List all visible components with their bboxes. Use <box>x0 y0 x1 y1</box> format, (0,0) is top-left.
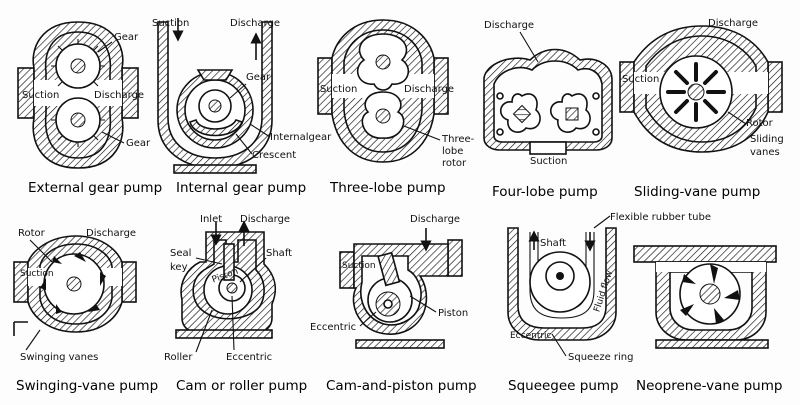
label-lobe: lobe <box>442 146 463 157</box>
external-gear-pump-diagram: Gear Suction Discharge Gear External gea… <box>17 21 162 196</box>
label-gear-top: Gear <box>114 32 139 43</box>
label-squeeze-ring: Squeeze ring <box>568 352 634 363</box>
label-suction: Suction <box>20 269 54 279</box>
caption-swinging-vane-pump: Swinging-vane pump <box>16 378 158 394</box>
label-internal-gear: Internalgear <box>270 132 332 143</box>
label-crescent: Crescent <box>252 150 296 161</box>
caption-external-gear-pump: External gear pump <box>28 180 162 196</box>
label-key: key <box>170 262 188 273</box>
caption-three-lobe-pump: Three-lobe pump <box>329 180 446 196</box>
caption-sliding-vane-pump: Sliding-vane pump <box>634 184 760 200</box>
label-discharge: Discharge <box>708 18 758 29</box>
caption-cam-or-roller-pump: Cam or roller pump <box>176 378 307 394</box>
label-suction: Suction <box>152 18 189 29</box>
caption-cam-and-piston-pump: Cam-and-piston pump <box>326 378 477 394</box>
label-rotor: rotor <box>442 158 467 169</box>
label-discharge: Discharge <box>404 84 454 95</box>
label-sliding: Sliding <box>750 134 784 145</box>
label-gear-bottom: Gear <box>126 138 151 149</box>
label-discharge: Discharge <box>240 214 290 225</box>
label-discharge: Discharge <box>410 214 460 225</box>
label-vanes: vanes <box>750 147 780 158</box>
label-eccentric: Eccentric <box>310 322 356 333</box>
label-seal: Seal <box>170 248 191 259</box>
label-discharge: Discharge <box>94 90 144 101</box>
cam-or-roller-pump-diagram: Inlet Discharge Seal key Shaft Roller Ec… <box>164 214 307 394</box>
neoprene-vane-pump-diagram: Neoprene-vane pump <box>633 245 782 394</box>
three-lobe-pump-diagram: Suction Discharge Three- lobe rotor Thre… <box>317 19 475 196</box>
sliding-vane-pump-diagram: Discharge Suction Rotor Sliding vanes Sl… <box>619 18 784 200</box>
swinging-vane-pump-diagram: Rotor Discharge Suction Swinging vanes S… <box>13 228 158 394</box>
label-discharge: Discharge <box>230 18 280 29</box>
label-piston: Piston <box>438 308 468 319</box>
label-suction: Suction <box>342 261 376 271</box>
label-suction: Suction <box>22 90 59 101</box>
label-discharge: Discharge <box>86 228 136 239</box>
label-rotor: Rotor <box>18 228 46 239</box>
internal-gear-pump-diagram: Suction Discharge Gear Internalgear Cres… <box>152 18 332 196</box>
cam-and-piston-pump-diagram: Discharge Suction Piston Eccentric Cam-a… <box>310 214 477 394</box>
label-shaft: Shaft <box>266 248 292 259</box>
caption-four-lobe-pump: Four-lobe pump <box>492 184 598 200</box>
label-eccentric: Eccentric <box>226 352 272 363</box>
label-suction: Suction <box>530 156 567 167</box>
four-lobe-pump-diagram: Discharge Suction Four-lobe pump <box>483 20 613 200</box>
label-suction: Suction <box>622 74 659 85</box>
label-swinging-vanes: Swinging vanes <box>20 352 98 363</box>
label-eccentric: Eccentric <box>510 331 552 341</box>
label-three: Three- <box>441 134 475 145</box>
caption-squeegee-pump: Squeegee pump <box>508 378 619 394</box>
caption-neoprene-vane-pump: Neoprene-vane pump <box>636 378 782 394</box>
label-flexible-rubber-tube: Flexible rubber tube <box>610 212 711 223</box>
label-discharge: Discharge <box>484 20 534 31</box>
label-rotor: Rotor <box>746 118 774 129</box>
label-shaft: Shaft <box>540 238 566 249</box>
caption-internal-gear-pump: Internal gear pump <box>176 180 306 196</box>
squeegee-pump-diagram: Flexible rubber tube Shaft Fluid flow Ec… <box>507 212 711 394</box>
label-inlet: Inlet <box>200 214 222 225</box>
label-suction: Suction <box>320 84 357 95</box>
label-gear: Gear <box>246 72 271 83</box>
label-roller: Roller <box>164 352 193 363</box>
